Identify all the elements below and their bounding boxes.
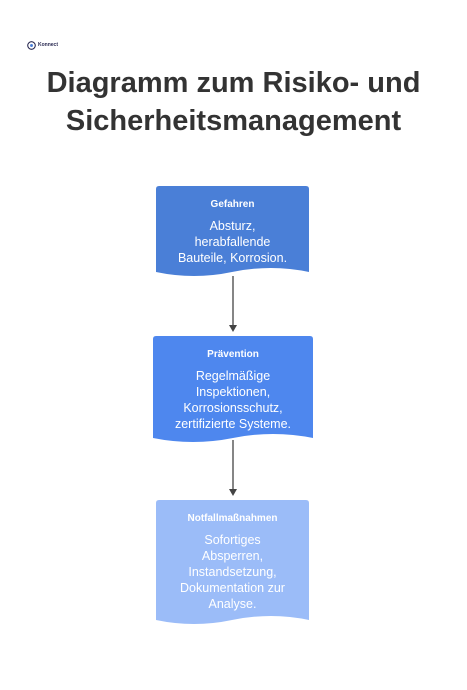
flow-step-text-line: Analyse. [208,597,257,611]
flow-step-heading: Gefahren [210,199,255,210]
flow-step-text-line: Absturz, [209,219,256,233]
connector-arrowhead-2 [229,489,237,496]
flow-step-text-line: Instandsetzung, [188,565,277,579]
page-title-line-1: Diagramm zum Risiko- und [46,67,421,99]
flow-step-shape [156,186,309,276]
flow-step-text-line: Absperren, [201,549,264,563]
flow-step-text: Absturz, herabfallende Bauteile, Korrosi… [156,218,309,266]
page-title: Diagramm zum Risiko- und Sicherheitsmana… [0,64,467,140]
logo-text: Konnect [38,41,58,48]
flow-step-heading: Prävention [207,349,259,360]
flow-step-praevention: Prävention Regelmäßige Inspektionen, Kor… [153,336,313,444]
flow-step-text-line: Regelmäßige [195,369,271,383]
flow-step-fill [153,336,313,442]
logo: Konnect [27,40,67,50]
connector-arrowhead-1 [229,325,237,332]
flow-step-gefahren: Gefahren Absturz, herabfallende Bauteile… [156,186,309,278]
flow-step-heading: Notfallmaßnahmen [187,513,278,524]
flow-step-text-line: Sofortiges [204,533,261,547]
flow-step-text-line: Korrosionsschutz, [183,401,283,415]
flow-step-text: Sofortiges Absperren, Instandsetzung, Do… [156,532,309,612]
flow-step-text-line: Dokumentation zur [180,581,285,595]
page-title-line-2: Sicherheitsmanagement [65,105,402,137]
flow-step-text-line: zertifizierte Systeme. [174,417,291,431]
flow-step-text-line: herabfallende [194,235,271,249]
flow-step-shape [156,500,309,624]
logo-mark-icon [27,40,36,50]
flow-step-text: Regelmäßige Inspektionen, Korrosionsschu… [153,368,313,432]
flow-step-fill [156,500,309,624]
flow-step-text-line: Inspektionen, [195,385,271,399]
flow-step-text-line: Bauteile, Korrosion. [177,251,288,265]
flow-step-fill [156,186,309,276]
flow-step-notfallmassnahmen: Notfallmaßnahmen Sofortiges Absperren, I… [156,500,309,626]
flow-step-shape [153,336,313,442]
